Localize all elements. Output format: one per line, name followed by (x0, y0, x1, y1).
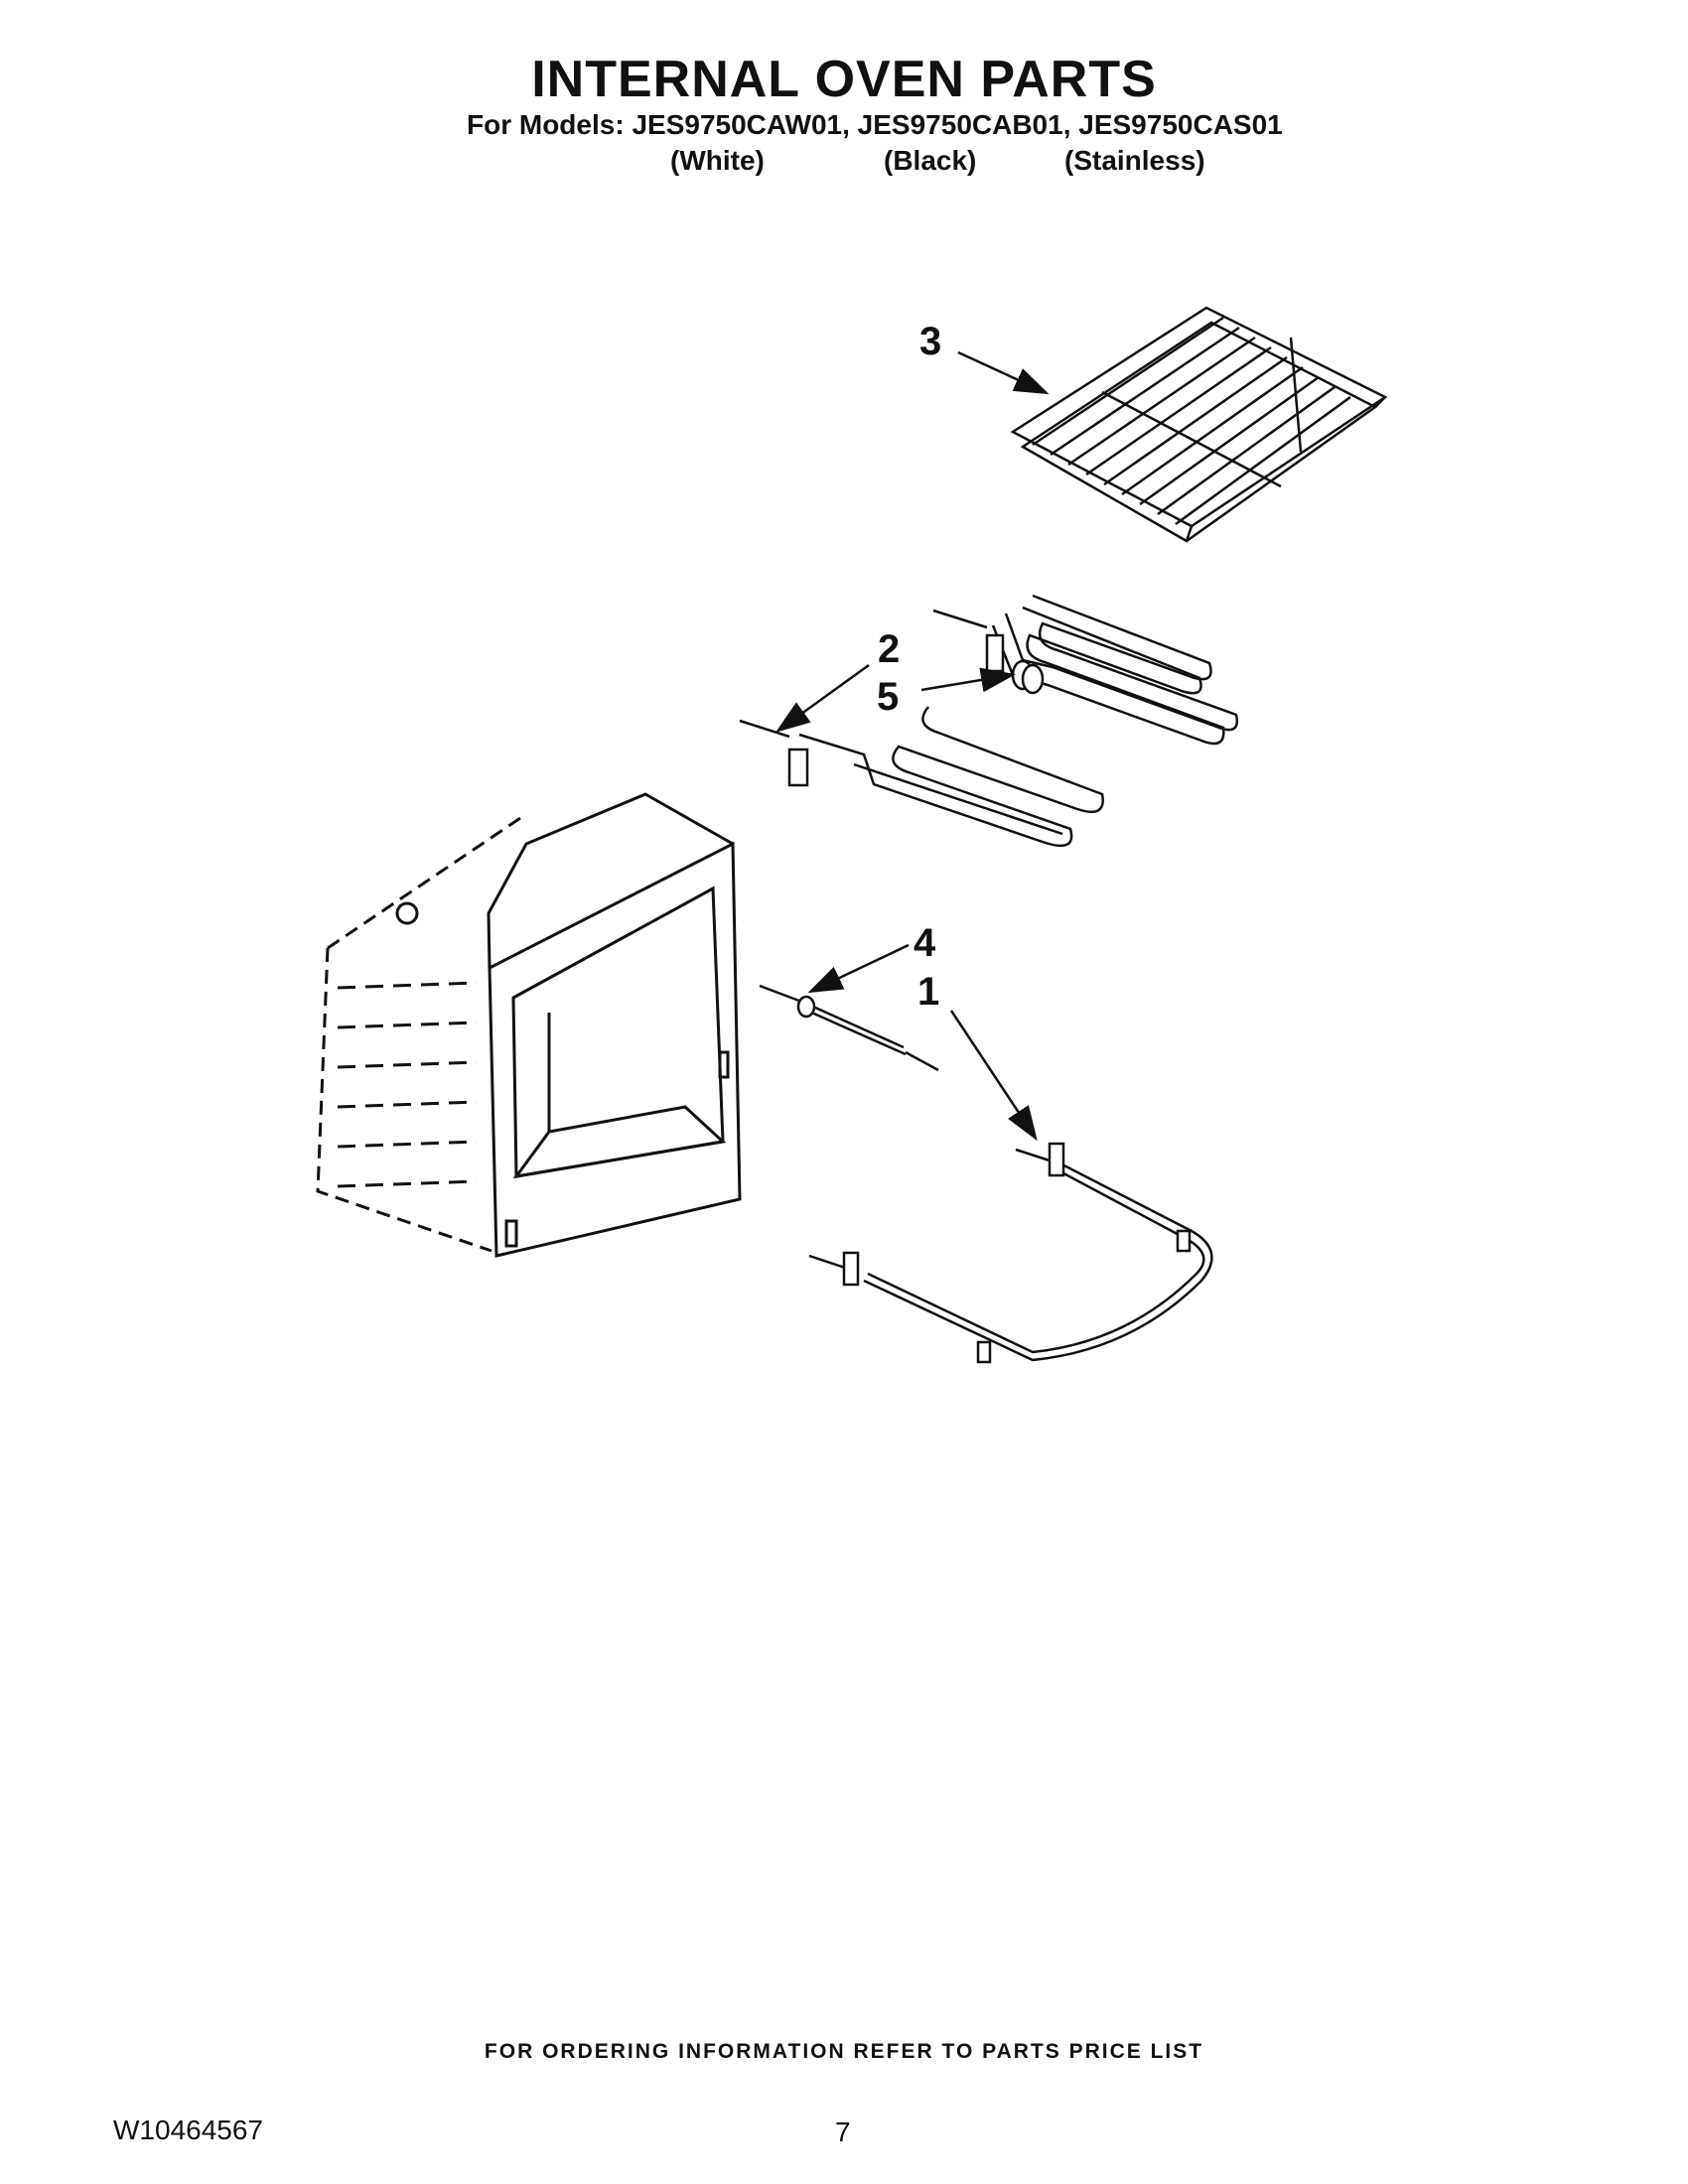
callout-3: 3 (919, 320, 941, 363)
page-number: 7 (835, 2116, 851, 2147)
oven-cavity (316, 792, 742, 1258)
bake-element (808, 1142, 1213, 1364)
variant-white: (White) (670, 145, 765, 176)
document-number: W10464567 (113, 2115, 264, 2145)
oven-rack (1010, 306, 1388, 543)
callout-2: 2 (878, 627, 900, 671)
ordering-note: FOR ORDERING INFORMATION REFER TO PARTS … (484, 2040, 1204, 2063)
callout-1: 1 (917, 970, 939, 1014)
element-nut (1011, 659, 1045, 695)
page-title: INTERNAL OVEN PARTS (531, 51, 1157, 108)
callout-4: 4 (914, 921, 936, 965)
broil-element (739, 594, 1239, 848)
models-line: For Models: JES9750CAW01, JES9750CAB01, … (467, 109, 1283, 140)
variant-black: (Black) (884, 145, 977, 176)
oven-sensor (759, 984, 939, 1072)
callout-5: 5 (877, 675, 899, 719)
callout-leaders (774, 350, 1050, 1142)
variant-stainless: (Stainless) (1064, 145, 1205, 176)
